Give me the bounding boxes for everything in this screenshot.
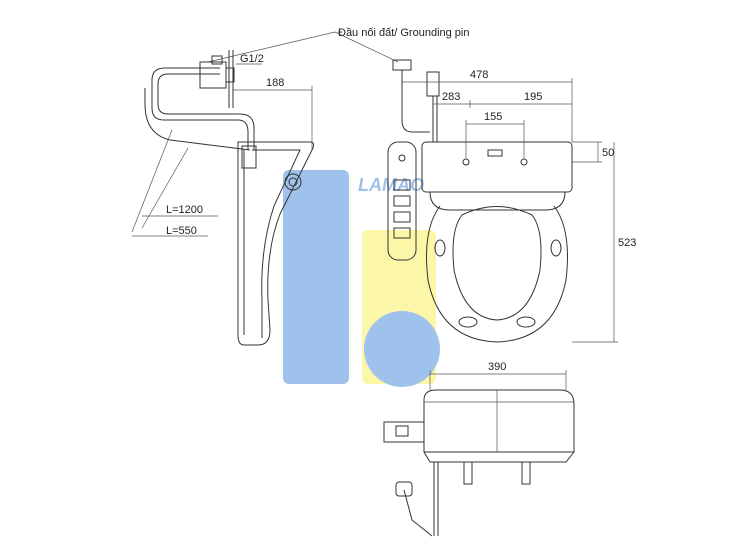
- watermark-blue-circle: [364, 311, 440, 387]
- fitting-label: G1/2: [240, 53, 264, 65]
- grounding-pin-callout: Đầu nối đất/ Grounding pin: [207, 27, 469, 63]
- top-view: 478 283 195 155 50 523: [387, 59, 636, 343]
- watermark-blue-bar: [283, 170, 349, 384]
- front-view: 390: [383, 361, 575, 537]
- hose-length-long: L=1200: [166, 204, 203, 216]
- dim-front-width-390: 390: [488, 361, 506, 373]
- dim-left-283: 283: [442, 91, 460, 103]
- dim-right-195: 195: [524, 91, 542, 103]
- side-view: G1/2 188 L=1200 L=550: [131, 50, 315, 346]
- watermark-text: LAMAO: [358, 175, 424, 195]
- dim-overall-478: 478: [470, 69, 488, 81]
- dim-width-188: 188: [266, 77, 284, 89]
- grounding-pin-label: Đầu nối đất/ Grounding pin: [338, 27, 469, 39]
- dim-depth-523: 523: [618, 237, 636, 249]
- dim-bolts-155: 155: [484, 111, 502, 123]
- watermark: LAMAO: [283, 170, 440, 387]
- hose-length-short: L=550: [166, 225, 197, 237]
- dim-back-50: 50: [602, 147, 614, 159]
